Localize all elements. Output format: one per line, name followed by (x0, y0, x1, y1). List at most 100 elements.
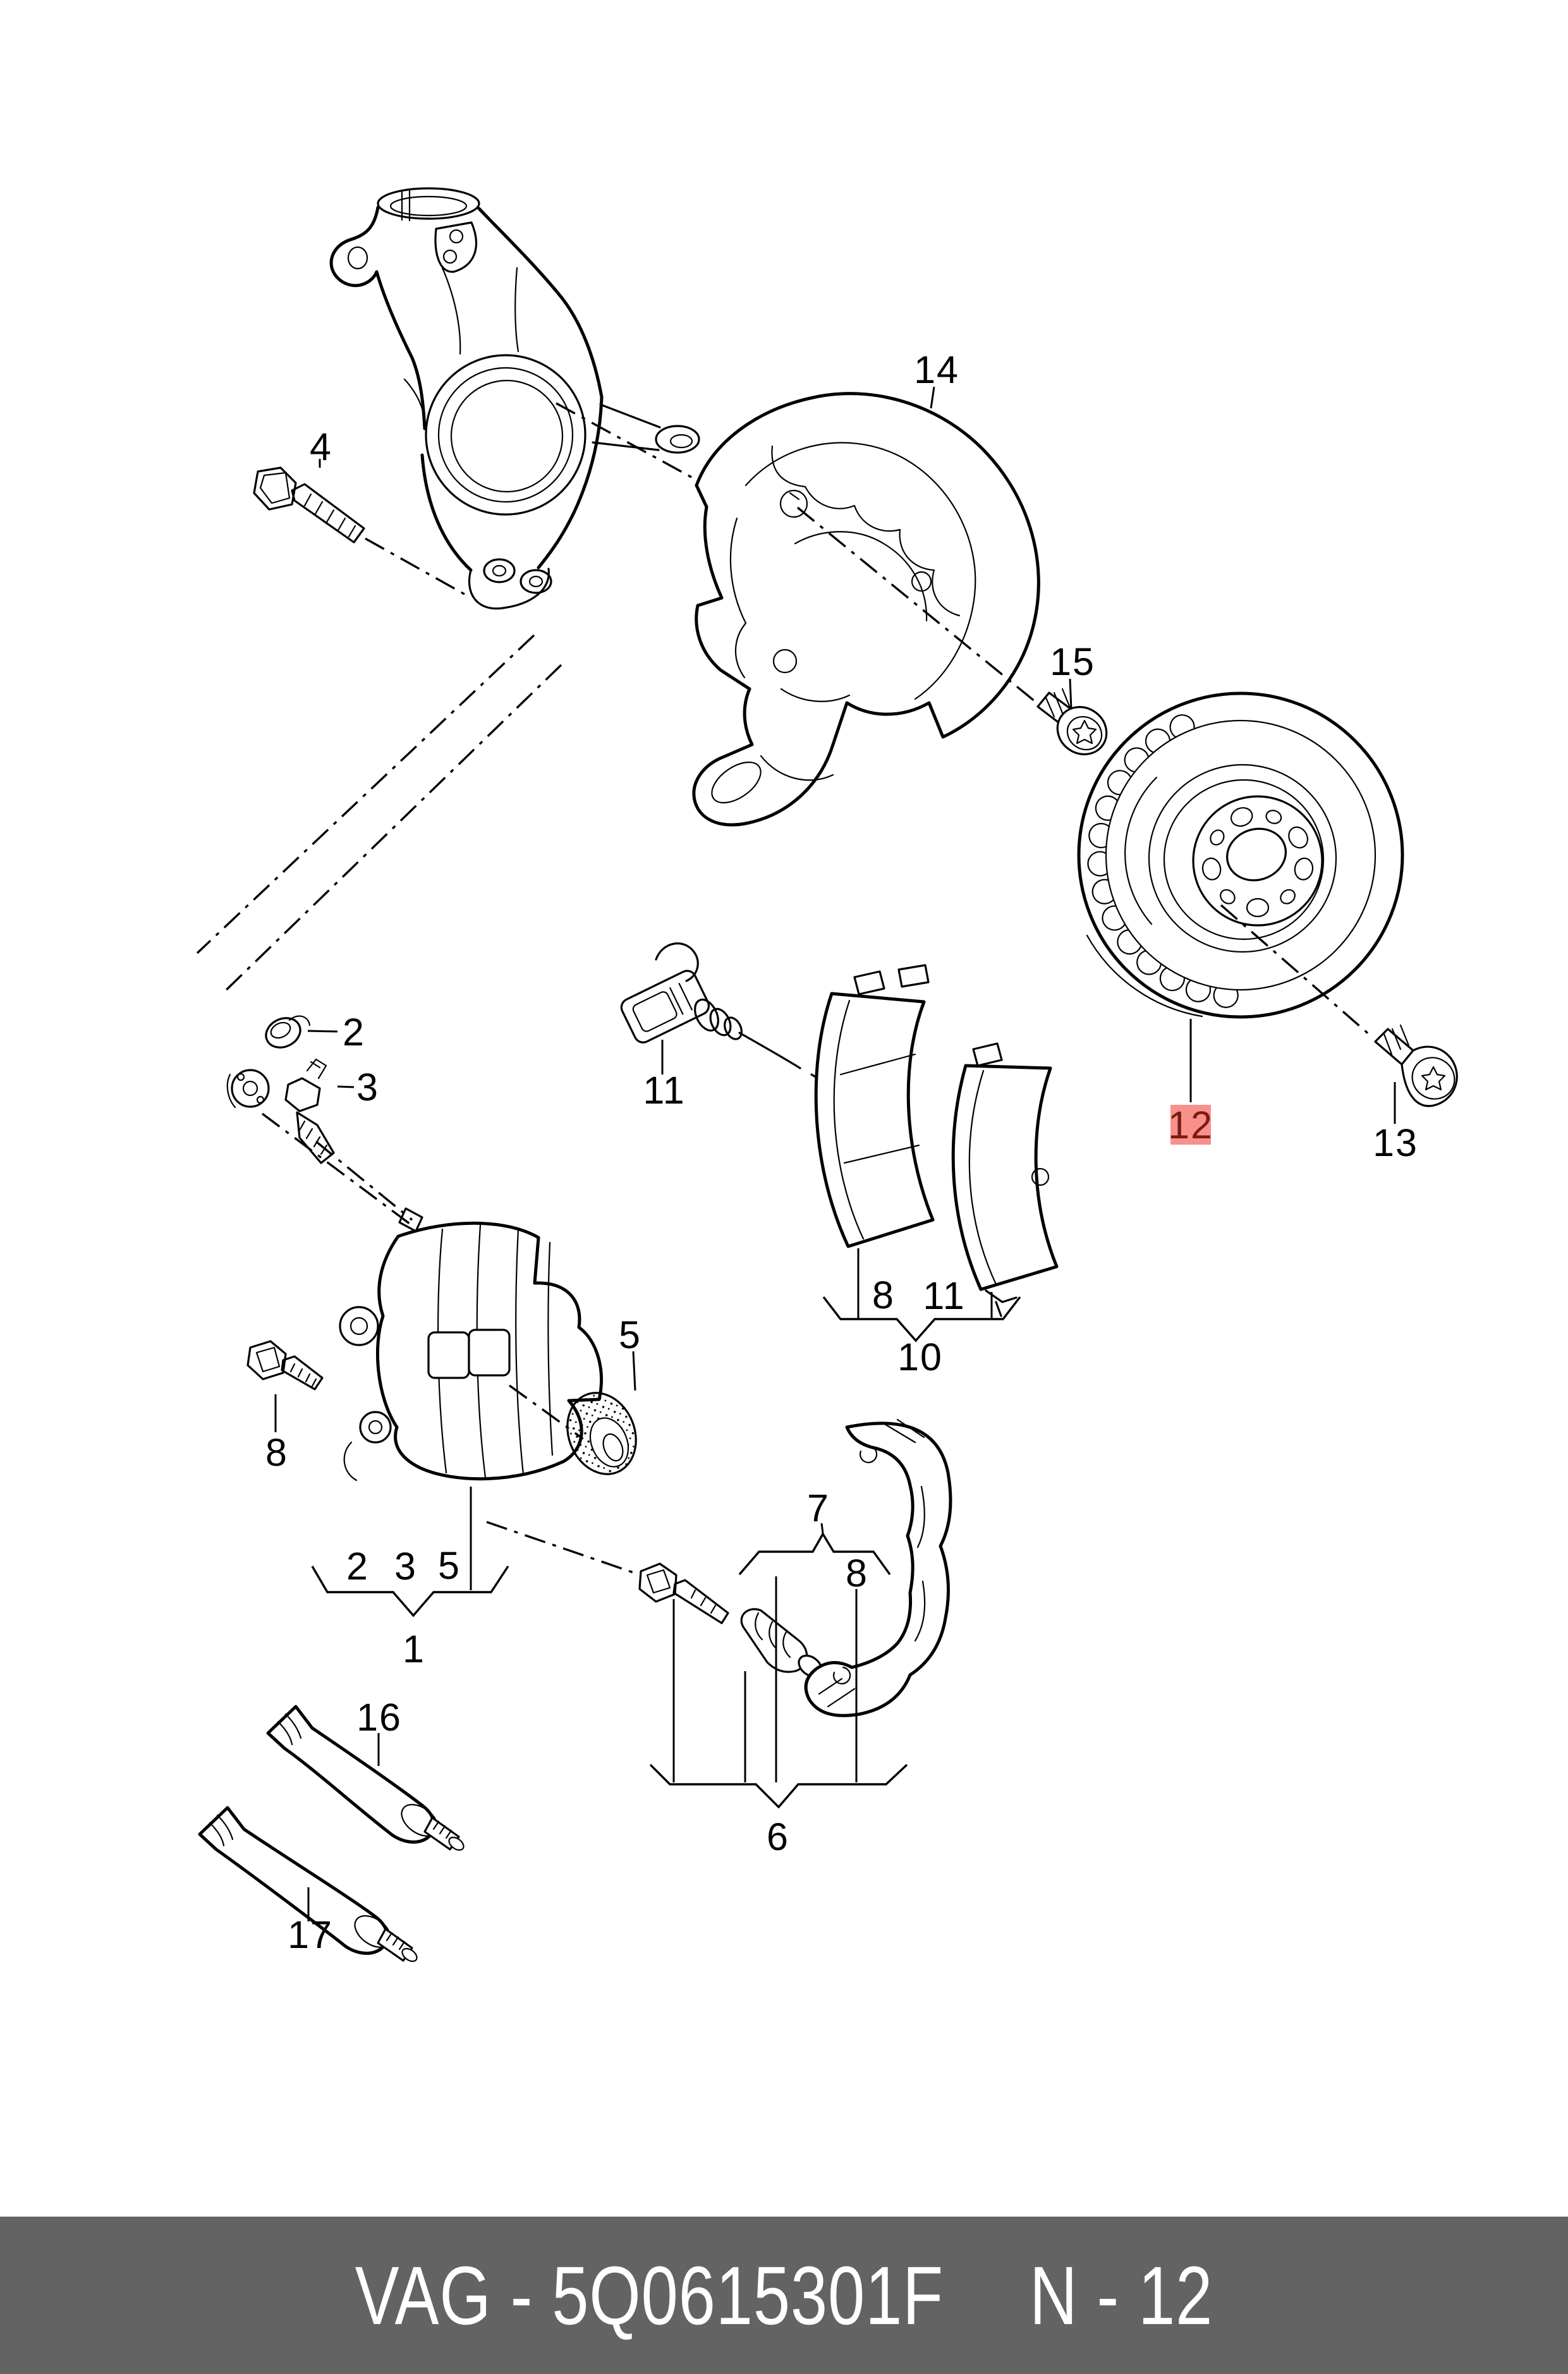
pad-hole (1031, 1167, 1050, 1186)
callout-16[interactable]: 16 (356, 1696, 402, 1739)
cap-end (401, 1947, 418, 1963)
tube-body (266, 1705, 436, 1844)
callout-14[interactable]: 14 (914, 348, 959, 391)
pin-shaft (672, 1579, 729, 1624)
caliper-guide-bolt[interactable] (246, 1340, 324, 1391)
assembly-axis (486, 1521, 638, 1575)
cap-fold (589, 1417, 629, 1468)
pad-wear-clip (985, 1289, 1018, 1317)
screw-threads (1383, 1024, 1410, 1056)
grease-tube-lower[interactable] (198, 1806, 419, 1964)
grease-tube-upper[interactable] (266, 1705, 466, 1853)
torx-recess (1072, 719, 1097, 745)
highlight-box-12[interactable] (1170, 1105, 1211, 1145)
carrier-contours (818, 1418, 926, 1708)
disc-face-ring (1148, 764, 1337, 953)
callout-8-guide[interactable]: 8 (846, 1552, 868, 1595)
shield-tab-slot (711, 761, 762, 804)
balljoint-bush (520, 569, 552, 594)
screw-head-face (1411, 1057, 1456, 1100)
bleeder-screw[interactable] (284, 1058, 335, 1164)
pad-tab (897, 964, 930, 988)
disc-thickness-edge (1086, 934, 1203, 1018)
callout-8-bolt[interactable]: 8 (265, 1431, 288, 1474)
guide-bushing (740, 1608, 808, 1673)
callout-13[interactable]: 13 (1373, 1121, 1418, 1164)
bolt-shank (281, 1355, 324, 1391)
assembly-axis (556, 402, 693, 479)
flange-hole (256, 1095, 265, 1104)
banjo-hole (349, 1317, 368, 1336)
knuckle-left-edge (329, 205, 427, 430)
brake-caliper[interactable] (339, 1207, 603, 1482)
bolt-head (246, 1340, 287, 1380)
callout-1[interactable]: 1 (403, 1628, 425, 1671)
callout-7[interactable]: 7 (807, 1487, 830, 1530)
hub-hole (1230, 807, 1253, 827)
ear-tab (343, 1441, 358, 1482)
disc-face-inner (1163, 779, 1325, 940)
brake-pad-outer[interactable] (951, 1042, 1059, 1317)
brake-pad-inner[interactable] (814, 964, 935, 1248)
hub-hole (1288, 826, 1309, 849)
caliper-window (427, 1331, 470, 1379)
footer-bar: VAG - 5Q0615301F N - 12 (0, 2217, 1568, 2374)
wear-sensor[interactable] (619, 942, 836, 1090)
tube-crimp (209, 1814, 234, 1847)
callout-17[interactable]: 17 (288, 1913, 333, 1956)
callout-2-group[interactable]: 2 (346, 1545, 369, 1588)
bolt-threads (303, 493, 356, 538)
callout-8-pad[interactable]: 8 (872, 1274, 895, 1317)
hub-hole (1201, 857, 1222, 880)
steering-knuckle[interactable] (329, 187, 700, 610)
pad-contour (839, 1053, 920, 1164)
hub-hole (1294, 857, 1314, 880)
dust-cap[interactable] (556, 1382, 648, 1484)
guide-pin-assembly[interactable] (638, 1562, 825, 1681)
callout-5-group[interactable]: 5 (438, 1544, 461, 1587)
shield-rib (744, 442, 976, 700)
sensor-boot-rib (724, 1016, 743, 1040)
splash-shield[interactable] (692, 392, 1040, 827)
callout-11-pad[interactable]: 11 (923, 1274, 965, 1317)
bolt-head-face (259, 472, 291, 504)
bleeder-cap[interactable] (261, 1013, 311, 1053)
callout-11-sensor[interactable]: 11 (643, 1069, 685, 1112)
disc-hub-holes (1201, 807, 1314, 918)
strut-tube-top (377, 187, 480, 220)
pad-tab (972, 1042, 1003, 1067)
disc-vents (1087, 714, 1239, 1008)
bleeder-threads (298, 1120, 328, 1155)
cap-body (265, 1017, 301, 1049)
tab-hole (449, 229, 464, 244)
pinch-bolt[interactable] (253, 466, 365, 544)
knuckle-right-edge (477, 207, 604, 399)
mount-ear (359, 1411, 392, 1444)
callout-5-cap[interactable]: 5 (619, 1313, 641, 1356)
assembly-axis (509, 1384, 583, 1440)
callout-4[interactable]: 4 (310, 425, 332, 468)
pad-tab (853, 970, 885, 995)
brake-disc[interactable] (1077, 691, 1404, 1019)
assembly-axis (315, 1140, 413, 1221)
disc-screw[interactable] (1374, 1024, 1462, 1107)
hose-flange[interactable] (226, 1069, 270, 1109)
tube-body (198, 1806, 389, 1955)
balljoint-bush (483, 558, 516, 583)
callout-6[interactable]: 6 (767, 1815, 789, 1858)
pin-bolt-head (638, 1562, 678, 1603)
callout-3[interactable]: 3 (356, 1066, 379, 1109)
bracket-caliper-kit (311, 1566, 509, 1617)
bleeder-thread-body (296, 1111, 335, 1164)
callout-12-highlighted[interactable]: 12 (1168, 1104, 1213, 1147)
shield-screw[interactable] (1036, 688, 1115, 764)
cap-fold-inner (602, 1433, 624, 1462)
callout-15[interactable]: 15 (1050, 640, 1095, 683)
hub-hole (1220, 889, 1236, 904)
callout-2[interactable]: 2 (343, 1011, 365, 1054)
screw-threads (1045, 688, 1072, 718)
caliper-carrier[interactable] (804, 1418, 952, 1717)
callout-3-group[interactable]: 3 (394, 1545, 417, 1588)
callout-10[interactable]: 10 (897, 1336, 943, 1379)
pad-plate-line (968, 1069, 997, 1286)
